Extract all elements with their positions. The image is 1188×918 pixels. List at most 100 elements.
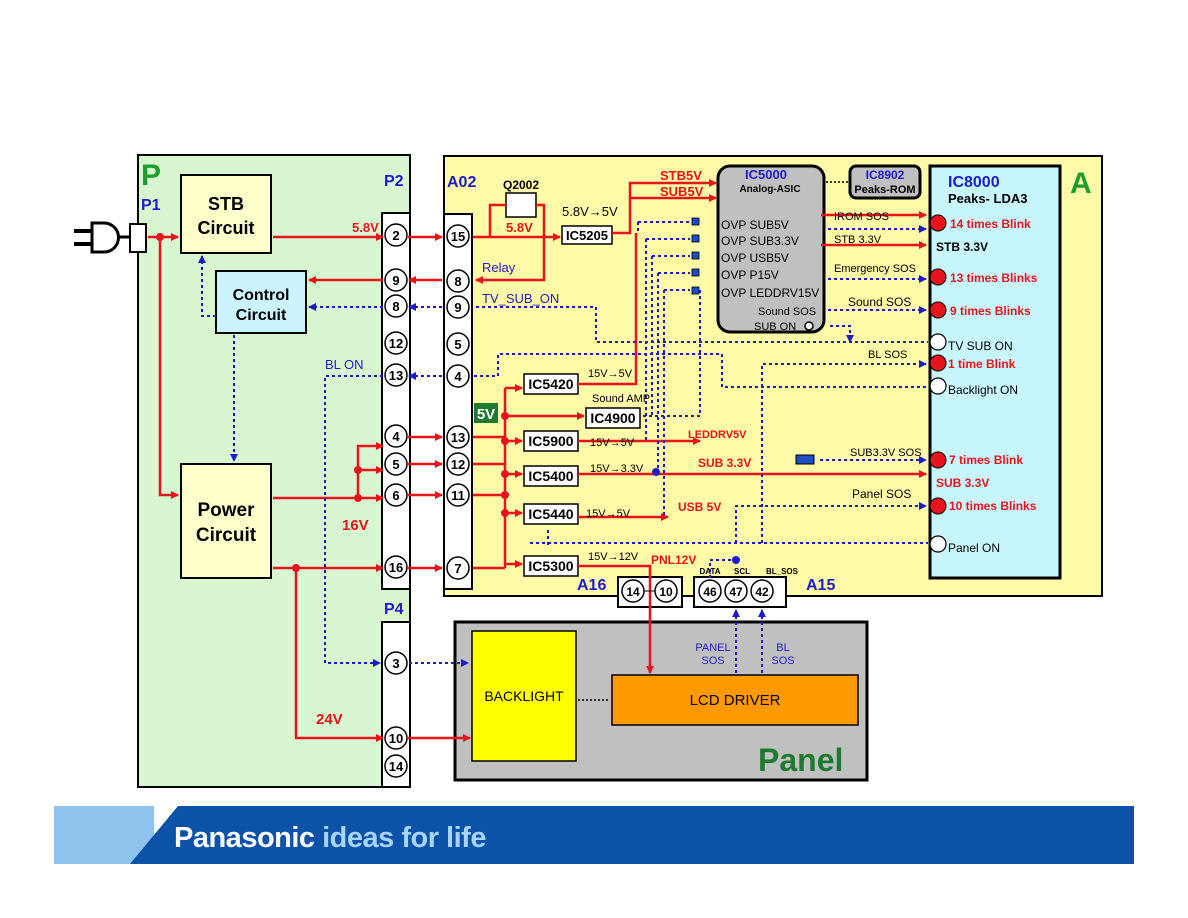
ic5000-sound-sos: Sound SOS bbox=[758, 306, 816, 318]
label-panel-sos: Panel SOS bbox=[852, 487, 911, 501]
p2-pin-circle bbox=[384, 363, 408, 387]
a02-pin: 4 bbox=[454, 369, 462, 384]
bl-sos-label-1: BL bbox=[776, 642, 789, 654]
led-indicator bbox=[929, 497, 947, 515]
led-indicator bbox=[929, 451, 947, 469]
p2-pin-circle bbox=[384, 483, 408, 507]
ic5000-ovp-leddrv15v: OVP LEDDRV15V bbox=[721, 286, 819, 300]
output-blink7: 7 times Blink bbox=[949, 453, 1023, 467]
p4-pin-circle bbox=[384, 754, 408, 778]
a16-pin: 10 bbox=[659, 585, 673, 599]
ic8000-box bbox=[928, 164, 1062, 580]
label-stb5v: STB5V bbox=[660, 168, 702, 183]
lcd-driver-box bbox=[611, 674, 859, 726]
p2-label: P2 bbox=[384, 173, 404, 190]
footer-banner: Panasonic ideas for life bbox=[54, 806, 1134, 864]
a02-pin-circle bbox=[446, 224, 470, 248]
p2-pin: 12 bbox=[389, 336, 403, 351]
a02-pin-circle bbox=[446, 452, 470, 476]
p2-pin: 13 bbox=[389, 368, 403, 383]
label-conv-5300: 15V→12V bbox=[588, 551, 639, 563]
led-indicator bbox=[929, 214, 947, 232]
p2-pin-circle bbox=[384, 223, 408, 247]
ic5440-label: IC5440 bbox=[528, 506, 573, 522]
q2002-box bbox=[505, 192, 537, 218]
v5-tag-text: 5V bbox=[477, 406, 495, 423]
ic5420-label: IC5420 bbox=[528, 376, 573, 392]
ic5000-name: IC5000 bbox=[745, 167, 787, 182]
label-conv-5400: 15V→3.3V bbox=[590, 463, 644, 475]
stb-circuit-line1: STB bbox=[208, 194, 244, 214]
ic5000-ovp-sub33v: OVP SUB3.3V bbox=[721, 234, 799, 248]
label-sound-sos: Sound SOS bbox=[848, 295, 911, 309]
power-circuit-line2: Circuit bbox=[196, 525, 257, 546]
label-bl-sos-pin: BL_SOS bbox=[766, 567, 799, 576]
wire-labels: 5.8V 5.8V 5.8V→5V Relay TV_SUB_ON BL ON … bbox=[316, 168, 922, 728]
label-leddrv5v: LEDDRV5V bbox=[688, 429, 747, 441]
label-data: DATA bbox=[699, 567, 720, 576]
a16-pin: 14 bbox=[626, 585, 640, 599]
a02-pin-circle bbox=[446, 483, 470, 507]
label-conv-5420: 15V→5V bbox=[588, 368, 633, 380]
ic8000-sub: Peaks- LDA3 bbox=[948, 191, 1027, 206]
p2-pin: 4 bbox=[392, 429, 400, 444]
footer-bar bbox=[130, 806, 1134, 864]
a15-pin-circle bbox=[724, 579, 748, 603]
label-stb33v-line: STB 3.3V bbox=[834, 234, 882, 246]
footer-brand: Panasonic ideas for life bbox=[174, 822, 486, 855]
ic8000-outputs: 14 times Blink STB 3.3V 13 times Blinks … bbox=[929, 214, 1038, 555]
a02-pins: 15 8 9 5 4 13 12 11 7 bbox=[446, 224, 470, 580]
p2-pin: 6 bbox=[392, 488, 399, 503]
output-pin-circle bbox=[929, 333, 947, 351]
output-blink1: 1 time Blink bbox=[948, 357, 1016, 371]
p4-pins: 3 10 14 bbox=[384, 651, 408, 778]
output-backlight-on: Backlight ON bbox=[948, 383, 1018, 397]
a02-pin-circle bbox=[446, 332, 470, 356]
ic5205-box bbox=[561, 225, 613, 245]
ic5000-sub: Analog-ASIC bbox=[739, 184, 800, 195]
output-sub33v: SUB 3.3V bbox=[936, 476, 989, 490]
a02-pin: 12 bbox=[451, 457, 465, 472]
led-indicator bbox=[929, 301, 947, 319]
p2-pin: 5 bbox=[392, 457, 399, 472]
label-conv-5900: 15V→5V bbox=[590, 437, 635, 449]
ic4900-label: IC4900 bbox=[590, 410, 635, 426]
panel-title: Panel bbox=[758, 742, 843, 778]
a02-pin: 7 bbox=[454, 561, 461, 576]
output-panel-on: Panel ON bbox=[948, 541, 1000, 555]
p4-pin-circle bbox=[384, 651, 408, 675]
a15-pin-circle bbox=[750, 579, 774, 603]
ic5900-label: IC5900 bbox=[528, 433, 573, 449]
p2-pin: 16 bbox=[389, 560, 403, 575]
label-usb5v: USB 5V bbox=[678, 500, 721, 514]
block-p-letter: P bbox=[141, 159, 161, 192]
ic5000-ovp-p15v: OVP P15V bbox=[721, 268, 779, 282]
stb-circuit-line2: Circuit bbox=[197, 218, 254, 238]
a02-pin: 13 bbox=[451, 430, 465, 445]
panel-sos-label-2: SOS bbox=[701, 655, 724, 667]
a02-pin: 9 bbox=[454, 300, 461, 315]
panel-sos-label-1: PANEL bbox=[695, 642, 730, 654]
power-plug-icon bbox=[74, 221, 147, 254]
a16-label: A16 bbox=[577, 577, 606, 594]
label-bl-on: BL ON bbox=[325, 357, 364, 372]
a15-pin-circle bbox=[698, 579, 722, 603]
ic5400-box bbox=[523, 465, 579, 487]
p2-pin: 8 bbox=[392, 299, 399, 314]
ic5000-ovp-usb5v: OVP USB5V bbox=[721, 251, 789, 265]
label-58-to-5: 5.8V→5V bbox=[562, 204, 618, 219]
output-blink13: 13 times Blinks bbox=[950, 271, 1038, 285]
p4-pin: 14 bbox=[389, 759, 404, 774]
a15-pin: 42 bbox=[755, 585, 769, 599]
backlight-label: BACKLIGHT bbox=[484, 688, 564, 704]
a02-pin-circle bbox=[446, 364, 470, 388]
label-58v: 5.8V bbox=[352, 220, 379, 235]
a02-pin: 15 bbox=[451, 229, 465, 244]
power-circuit-box bbox=[180, 463, 272, 579]
blue-junction-dot bbox=[652, 468, 660, 476]
ic8902-name: IC8902 bbox=[866, 168, 905, 182]
led-indicator bbox=[929, 354, 947, 372]
p2-pin-circle bbox=[384, 555, 408, 579]
p1-label: P1 bbox=[141, 197, 161, 214]
a02-pin-circle bbox=[446, 556, 470, 580]
